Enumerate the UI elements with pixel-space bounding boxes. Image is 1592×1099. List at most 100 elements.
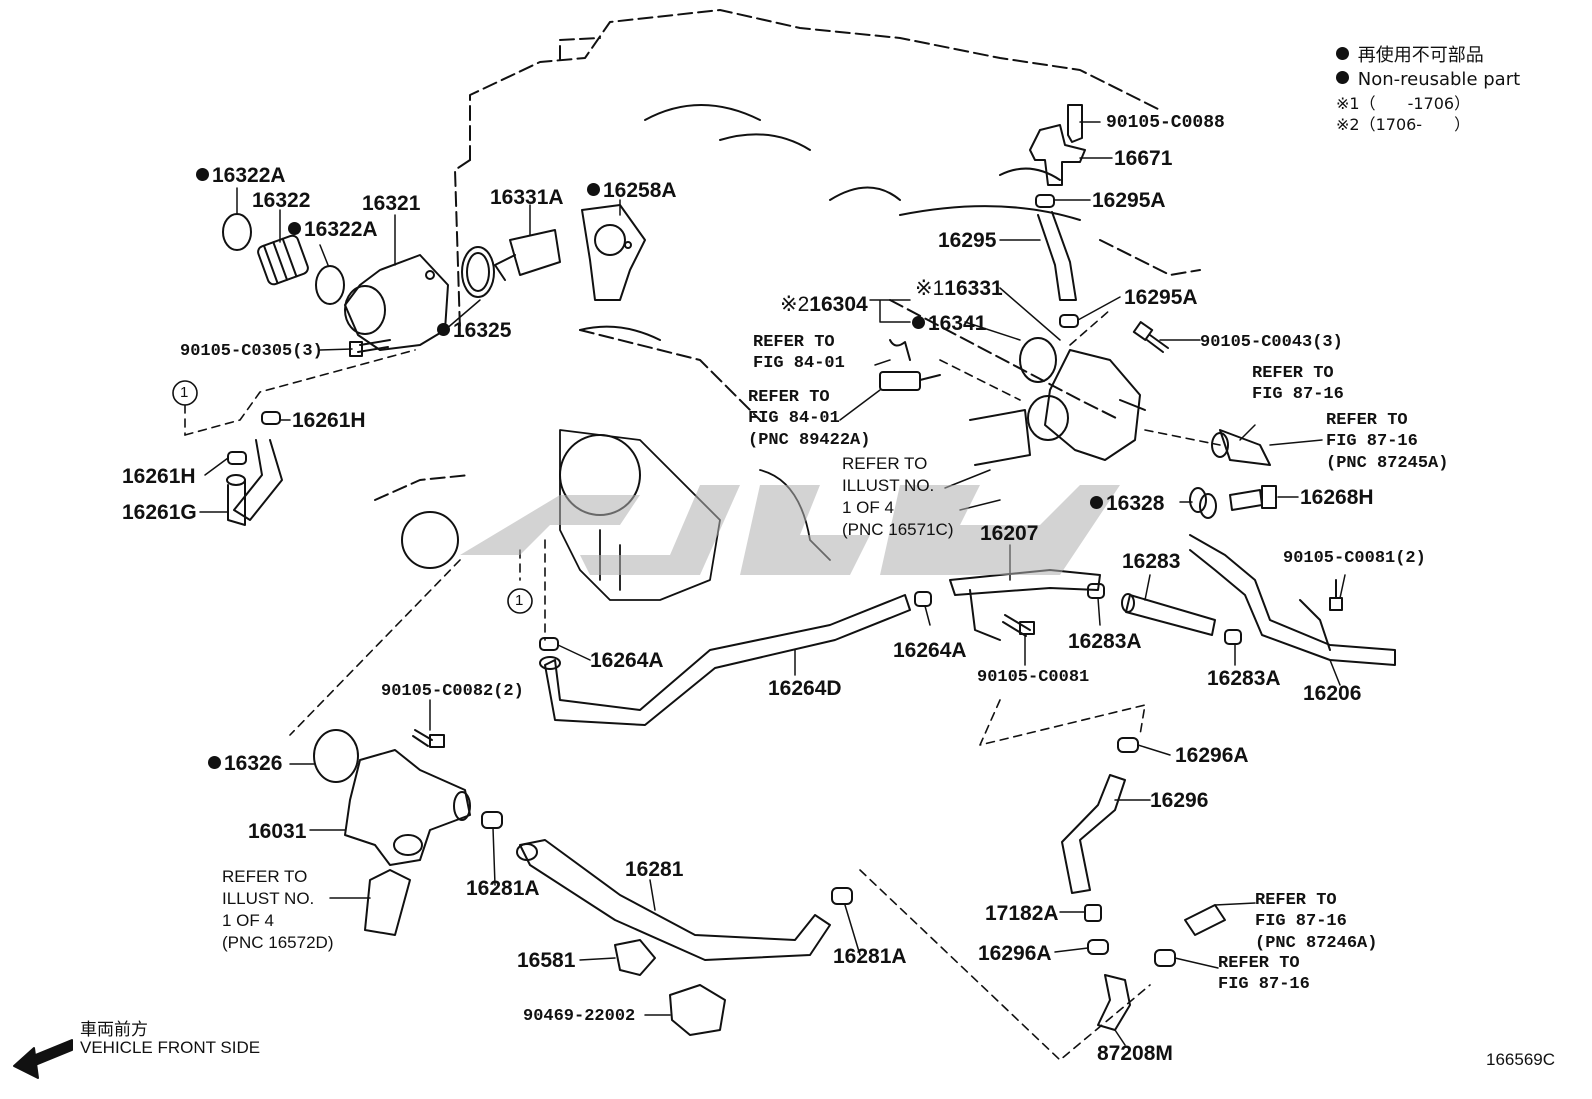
label-16296A-b[interactable]: 16296A xyxy=(978,942,1052,965)
part-hose-16261G xyxy=(226,439,283,526)
part-hose-87-16 xyxy=(1211,429,1271,466)
bullet-icon xyxy=(1336,47,1349,60)
label-16283A-b[interactable]: 16283A xyxy=(1207,667,1281,690)
label-16671[interactable]: 16671 xyxy=(1114,147,1173,170)
non-reusable-icon xyxy=(437,323,450,336)
label-16581[interactable]: 16581 xyxy=(517,949,576,972)
guide-lines xyxy=(184,309,1221,1061)
label-16283[interactable]: 16283 xyxy=(1122,550,1181,573)
part-outlet-16031 xyxy=(344,749,471,866)
part-hose-ref-16572D xyxy=(364,869,411,936)
legend: 再使用不可部品 Non-reusable part ※1（ -1706） ※2（… xyxy=(1336,44,1520,136)
label-16264A[interactable]: 16264A xyxy=(893,639,967,662)
part-gasket-16322 xyxy=(257,234,309,286)
label-16296A[interactable]: 16296A xyxy=(1175,744,1249,767)
label-90105-C0088[interactable]: 90105-C0088 xyxy=(1106,113,1225,133)
label-16321[interactable]: 16321 xyxy=(362,192,421,215)
part-bolt-90105-C0082 xyxy=(412,729,445,748)
label-16322A[interactable]: 16322A xyxy=(196,165,286,186)
label-16281A[interactable]: 16281A xyxy=(466,877,540,900)
part-clip-16304 xyxy=(889,339,911,361)
label-16326[interactable]: 16326 xyxy=(208,753,282,774)
label-16281A-b[interactable]: 16281A xyxy=(833,945,907,968)
part-gasket-16258A xyxy=(581,204,646,301)
part-housing-16321 xyxy=(344,254,449,351)
label-16322[interactable]: 16322 xyxy=(252,189,311,212)
label-text: 16322A xyxy=(212,164,286,187)
part-hose-16296 xyxy=(1061,774,1126,894)
part-clamp-16283A xyxy=(1087,583,1105,599)
label-90105-C0081-2[interactable]: 90105-C0081(2) xyxy=(1283,549,1426,568)
label-16331A[interactable]: 16331A xyxy=(490,186,564,209)
label-16295A-b[interactable]: 16295A xyxy=(1124,286,1198,309)
part-clamp-16295A-b xyxy=(1059,314,1079,328)
ref-fig-87-16-a[interactable]: REFER TO FIG 87-16 xyxy=(1252,364,1344,405)
part-waterinlet-16331 xyxy=(1027,349,1146,461)
legend-jp: 再使用不可部品 xyxy=(1357,45,1484,66)
non-reusable-icon xyxy=(288,222,301,235)
label-16322A-b[interactable]: 16322A xyxy=(288,219,378,240)
label-90469-22002[interactable]: 90469-22002 xyxy=(523,1007,636,1026)
label-text: 16325 xyxy=(453,319,512,342)
label-16304[interactable]: ※216304 xyxy=(780,294,868,315)
ref-fig-87-16-pnc[interactable]: REFER TO FIG 87-16 (PNC 87245A) xyxy=(1326,411,1449,473)
part-hose-ref-84 xyxy=(969,409,1031,466)
ref-fig-87-16-b[interactable]: REFER TO FIG 87-16 xyxy=(1218,954,1310,995)
label-16296[interactable]: 16296 xyxy=(1150,789,1209,812)
label-16261G[interactable]: 16261G xyxy=(122,501,197,524)
label-16261H[interactable]: 16261H xyxy=(292,409,366,432)
part-plug-17182A xyxy=(1084,904,1102,922)
ref-fig-84-01[interactable]: REFER TO FIG 84-01 xyxy=(753,333,845,374)
label-17182A[interactable]: 17182A xyxy=(985,902,1059,925)
label-16328[interactable]: 16328 xyxy=(1090,493,1164,514)
label-90105-C0082[interactable]: 90105-C0082(2) xyxy=(381,682,524,701)
ref-fig-87-16-pnc-b[interactable]: REFER TO FIG 87-16 (PNC 87246A) xyxy=(1255,891,1378,953)
non-reusable-icon xyxy=(1090,496,1103,509)
part-clamp-16296A-b xyxy=(1087,939,1109,955)
label-16281[interactable]: 16281 xyxy=(625,858,684,881)
non-reusable-icon xyxy=(196,168,209,181)
label-16264A-b[interactable]: 16264A xyxy=(590,649,664,672)
ref-fig-84-01-pnc[interactable]: REFER TO FIG 84-01 (PNC 89422A) xyxy=(748,388,871,450)
label-16283A[interactable]: 16283A xyxy=(1068,630,1142,653)
part-clamp-16281A xyxy=(481,811,503,829)
part-clamp-16264A xyxy=(914,591,932,607)
part-clamp-16281A-b xyxy=(831,887,853,905)
part-hose-16295 xyxy=(1037,211,1077,301)
label-16264D[interactable]: 16264D xyxy=(768,677,842,700)
part-hose-16283 xyxy=(1121,593,1216,636)
label-16258A[interactable]: 16258A xyxy=(587,180,677,201)
label-16206[interactable]: 16206 xyxy=(1303,682,1362,705)
label-16325[interactable]: 16325 xyxy=(437,320,511,341)
label-16295A[interactable]: 16295A xyxy=(1092,189,1166,212)
label-16031[interactable]: 16031 xyxy=(248,820,307,843)
label-text: 16341 xyxy=(928,312,987,335)
label-16261H-b[interactable]: 16261H xyxy=(122,465,196,488)
part-hose-16264D xyxy=(539,594,911,726)
label-text: 16322A xyxy=(304,218,378,241)
part-oring-16325 xyxy=(461,246,495,298)
label-text: 16326 xyxy=(224,752,283,775)
label-90105-C0043[interactable]: 90105-C0043(3) xyxy=(1200,333,1343,352)
label-16331[interactable]: ※116331 xyxy=(915,278,1003,299)
label-90105-C0081[interactable]: 90105-C0081 xyxy=(977,668,1090,687)
ref-illust-16571C[interactable]: REFER TO ILLUST NO. 1 OF 4 (PNC 16571C) xyxy=(842,454,954,540)
label-87208M[interactable]: 87208M xyxy=(1097,1042,1173,1065)
part-oring-16326 xyxy=(313,729,359,783)
label-16295[interactable]: 16295 xyxy=(938,229,997,252)
label-90105-C0305[interactable]: 90105-C0305(3) xyxy=(180,342,323,361)
legend-row-en: Non-reusable part xyxy=(1336,68,1520,92)
ref-illust-16572D[interactable]: REFER TO ILLUST NO. 1 OF 4 (PNC 16572D) xyxy=(222,867,334,953)
label-16268H[interactable]: 16268H xyxy=(1300,486,1374,509)
legend-note2: ※2（1706- ） xyxy=(1336,115,1471,135)
part-clamp-16283A-b xyxy=(1224,629,1242,645)
bullet-icon xyxy=(1336,71,1349,85)
part-bolt-90105-C0081-2 xyxy=(1329,579,1343,611)
label-16207[interactable]: 16207 xyxy=(980,522,1039,545)
label-text: 16328 xyxy=(1106,492,1165,515)
label-mark: ※2 xyxy=(780,293,810,316)
part-bolt-90105-C0043 xyxy=(1132,321,1169,353)
label-text: 16331 xyxy=(944,277,1003,300)
label-16341[interactable]: 16341 xyxy=(912,313,986,334)
